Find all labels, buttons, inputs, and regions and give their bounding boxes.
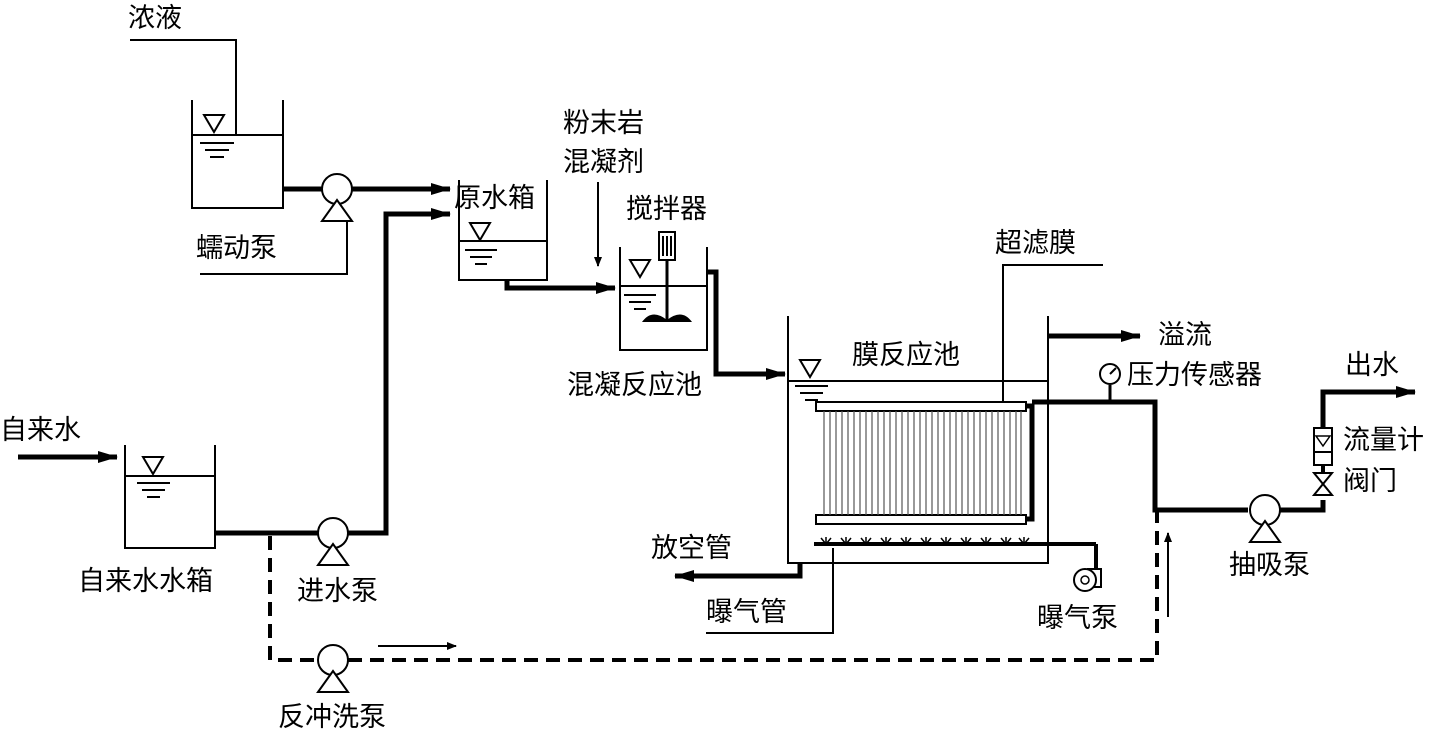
effluent-label: 出水 — [1345, 350, 1399, 381]
coagulation-tank-label: 混凝反应池 — [567, 370, 702, 401]
drain-pipe-label: 放空管 — [651, 533, 732, 564]
flowmeter-icon — [1313, 427, 1333, 466]
pressure-sensor-label: 压力传感器 — [1127, 360, 1262, 391]
backwash-pipe-right — [348, 512, 1159, 662]
raw-water-tank — [458, 180, 548, 281]
valve-label: 阀门 — [1343, 466, 1397, 497]
concentrate-leader — [130, 39, 237, 135]
pipe-permeate — [1032, 399, 1248, 513]
valve-icon — [1311, 472, 1335, 496]
peristaltic-pump-leader — [200, 221, 348, 275]
suction-pump-icon — [1248, 494, 1282, 543]
pipe-suction-to-valve — [1280, 500, 1326, 513]
coagulant-label-2: 混凝剂 — [563, 147, 644, 178]
membrane-tank-label: 膜反应池 — [852, 340, 960, 371]
pipe-raw-to-coagulation — [504, 280, 616, 294]
uf-membrane-leader — [1002, 264, 1103, 402]
water-level-icon — [200, 114, 234, 158]
aeration-pipe — [814, 537, 1098, 570]
uf-membrane-label: 超滤膜 — [995, 228, 1076, 259]
tap-water-tank-label: 自来水水箱 — [78, 566, 213, 597]
water-level-icon — [624, 259, 656, 310]
tap-water-tank — [124, 445, 216, 549]
concentrate-label: 浓液 — [128, 3, 182, 34]
tap-water-label: 自来水 — [0, 415, 81, 446]
concentrate-tank — [191, 100, 284, 209]
feed-pump-icon — [316, 517, 350, 566]
water-level-icon — [465, 222, 497, 265]
pipe-effluent — [1320, 386, 1416, 428]
backwash-pump-label: 反冲洗泵 — [278, 702, 386, 733]
water-level-icon — [137, 456, 170, 498]
membrane-tank — [787, 316, 1049, 564]
overflow-label: 溢流 — [1158, 320, 1212, 351]
pipe-feed-to-raw-tank — [348, 208, 451, 536]
mixer-label: 搅拌器 — [626, 194, 707, 225]
water-level-icon — [795, 359, 828, 401]
raw-water-tank-label: 原水箱 — [454, 183, 535, 214]
coagulant-label-1: 粉末岩 — [563, 108, 644, 139]
backwash-pump-icon — [316, 644, 350, 693]
suction-pump-label: 抽吸泵 — [1229, 550, 1310, 581]
pressure-gauge-icon — [1099, 363, 1121, 402]
feed-pump-label: 进水泵 — [297, 576, 378, 607]
aeration-pipe-leader — [706, 548, 834, 634]
uf-membrane-module — [815, 401, 1035, 525]
mixer-icon — [642, 231, 692, 322]
drain-pipe — [674, 563, 803, 582]
aeration-pump-label: 曝气泵 — [1037, 603, 1118, 634]
flowmeter-label: 流量计 — [1343, 425, 1424, 456]
aeration-pipe-label: 曝气管 — [706, 597, 787, 628]
peristaltic-pump-icon — [320, 173, 354, 222]
pipe-coagulation-to-membrane — [707, 269, 786, 380]
aeration-pump-icon — [1073, 568, 1102, 592]
peristaltic-pump-label: 蠕动泵 — [196, 233, 277, 264]
backwash-pipe-left — [268, 536, 318, 662]
coagulation-tank — [619, 231, 708, 351]
